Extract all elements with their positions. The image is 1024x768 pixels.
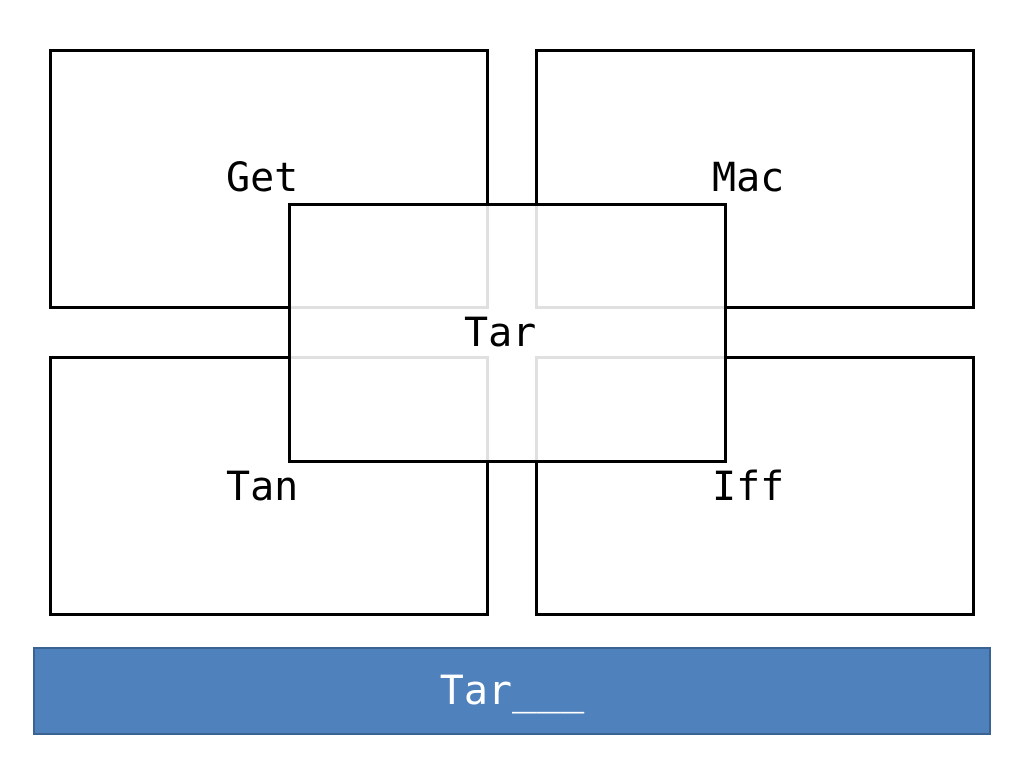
word-box-center: Tar: [288, 203, 727, 463]
word-label: Mac: [712, 155, 785, 201]
center-word-label: Tar: [464, 310, 537, 356]
word-label: Get: [226, 155, 299, 201]
word-box-bottom-right: Iff: [535, 356, 975, 616]
word-label: Tan: [226, 464, 299, 510]
word-label: Iff: [712, 464, 785, 510]
word-box-top-left: Get: [49, 49, 489, 309]
word-box-top-right: Mac: [535, 49, 975, 309]
answer-bar: Tar___: [33, 647, 991, 735]
answer-text: Tar___: [439, 668, 585, 714]
